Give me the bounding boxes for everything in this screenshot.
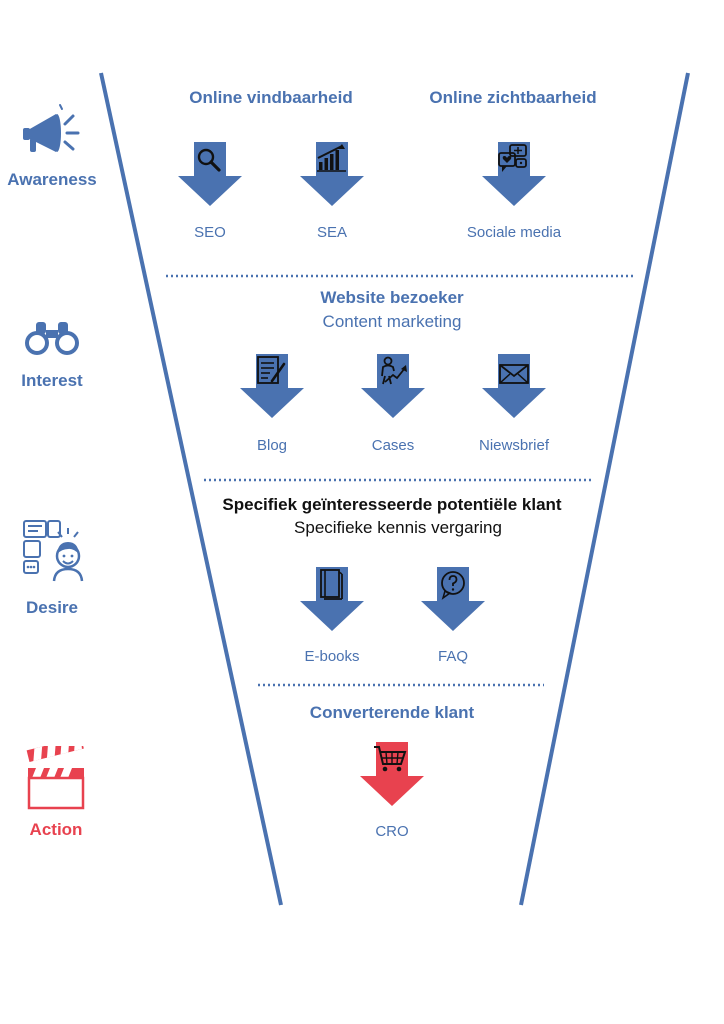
cases-arrow — [361, 354, 425, 418]
stage-label-interest: Interest — [21, 371, 83, 390]
cro-arrow — [360, 742, 424, 806]
stage-label-desire: Desire — [26, 598, 78, 617]
faq-arrow — [421, 567, 485, 631]
label-niewsbrief: Niewsbrief — [478, 437, 550, 454]
person-ideas-icon — [23, 520, 84, 582]
book-icon — [320, 569, 343, 600]
binoculars-icon — [25, 322, 79, 355]
heading-online-zichtbaarheid: Online zichtbaarheid — [429, 88, 597, 107]
heading-online-vindbaarheid: Online vindbaarheid — [189, 88, 353, 107]
shopping-cart-icon — [374, 746, 407, 772]
social-chat-icon — [498, 144, 527, 172]
sociale-media-arrow — [482, 142, 546, 206]
subheading-kennis-vergaring: Specifieke kennis vergaring — [294, 518, 502, 537]
label-seo: SEO — [194, 224, 226, 241]
heading-specifiek-potentiele-klant: Specifiek geïnteresseerde potentiële kla… — [222, 495, 562, 514]
stage-label-action: Action — [29, 820, 83, 839]
stage-label-awareness: Awareness — [7, 170, 97, 189]
document-pen-icon — [257, 356, 286, 384]
subheading-content-marketing: Content marketing — [322, 312, 462, 331]
label-cro: CRO — [375, 823, 409, 840]
question-bubble-icon — [441, 571, 465, 600]
blog-arrow — [240, 354, 304, 418]
label-e-books: E-books — [304, 648, 360, 665]
label-sociale-media: Sociale media — [466, 224, 562, 241]
label-blog: Blog — [256, 437, 288, 454]
funnel-left-edge — [99, 72, 283, 906]
seo-arrow — [178, 142, 242, 206]
sea-arrow — [300, 142, 364, 206]
label-faq: FAQ — [437, 648, 469, 665]
megaphone-icon — [23, 104, 80, 152]
funnel-right-edge — [519, 72, 690, 906]
heading-converterende-klant: Converterende klant — [309, 703, 475, 722]
growth-chart-icon — [317, 144, 346, 172]
label-sea: SEA — [316, 224, 348, 241]
heading-website-bezoeker: Website bezoeker — [320, 288, 464, 307]
person-growth-icon — [381, 356, 407, 385]
magnifier-icon — [197, 148, 221, 172]
clapperboard-icon — [26, 746, 85, 810]
envelope-icon — [499, 364, 529, 384]
niewsbrief-arrow — [482, 354, 546, 418]
e-books-arrow — [300, 567, 364, 631]
label-cases: Cases — [371, 437, 415, 454]
